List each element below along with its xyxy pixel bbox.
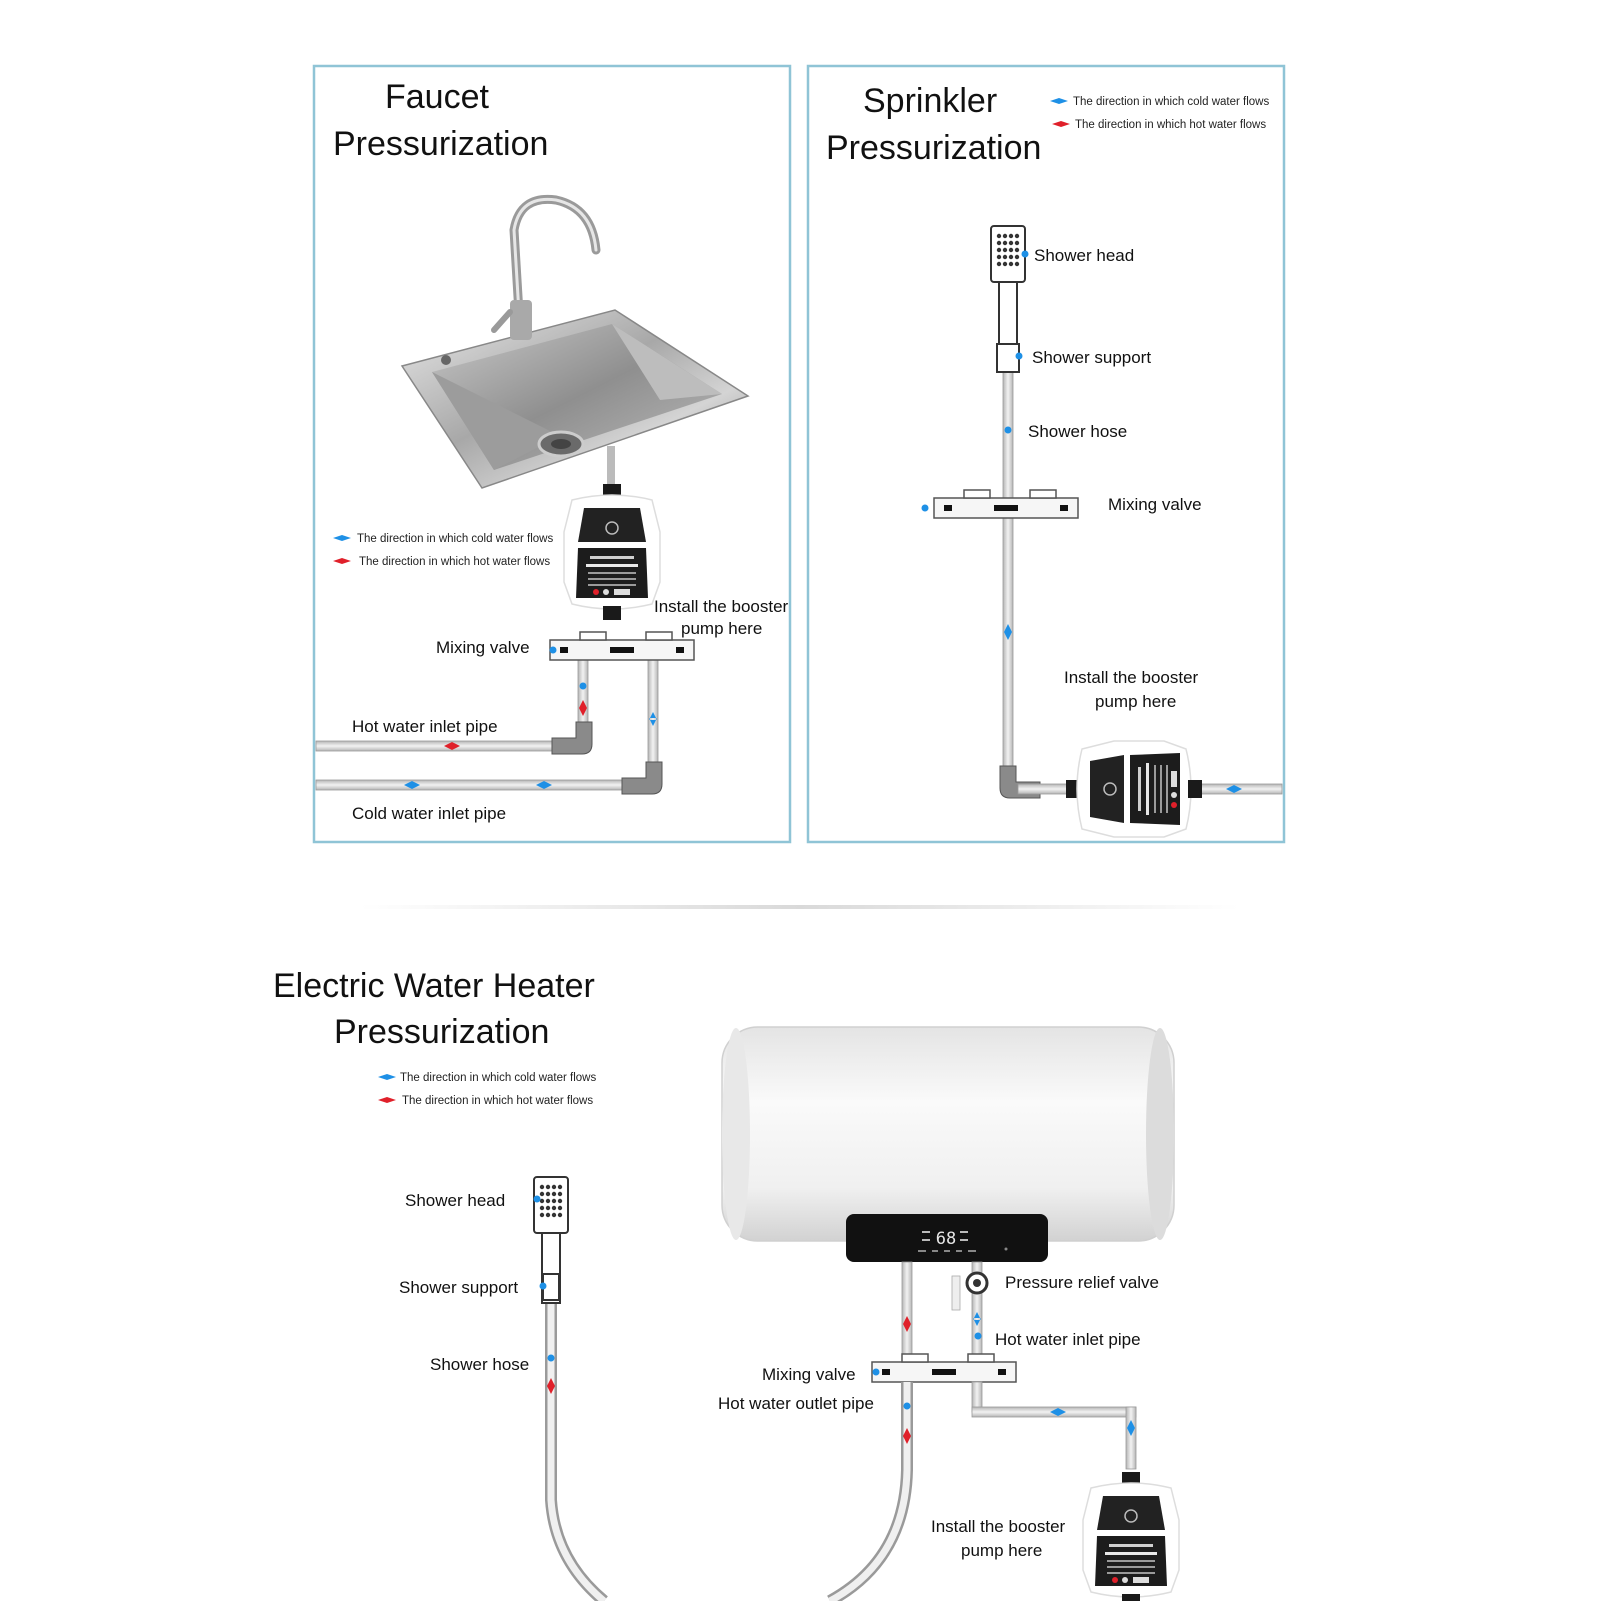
faucet-title-line1: Faucet [385, 78, 489, 116]
faucet-legend: The direction in which cold water flows … [333, 533, 553, 568]
heater-mixing-valve-label: Mixing valve [762, 1365, 856, 1384]
sprinkler-panel-border [806, 64, 1286, 844]
sprinkler-booster-pump [1065, 740, 1203, 838]
faucet-flow-markers [404, 646, 657, 789]
sprinkler-install-label-2: pump here [1095, 692, 1176, 711]
heater-legend: The direction in which cold water flows … [378, 1072, 596, 1107]
sprinkler-shower-hose-label: Shower hose [1028, 422, 1127, 441]
faucet-title-line2: Pressurization [333, 125, 548, 163]
hot-arrow-icon [1052, 121, 1070, 127]
sprinkler-title-line2: Pressurization [826, 129, 1041, 167]
heater-install-label-1: Install the booster [931, 1517, 1066, 1536]
heater-flow-markers [533, 1195, 1135, 1444]
faucet-cold-elbow [621, 761, 663, 795]
faucet-panel: Faucet Pressurization [312, 64, 792, 844]
sprinkler-panel: Sprinkler Pressurization The direction i… [806, 64, 1286, 844]
faucet-hot-inlet-label: Hot water inlet pipe [352, 717, 498, 736]
faucet-mixing-valve-label: Mixing valve [436, 638, 530, 657]
section-divider [360, 905, 1240, 909]
sprinkler-flow-markers [921, 250, 1242, 793]
sprinkler-mixing-valve-label: Mixing valve [1108, 495, 1202, 514]
cold-arrow-icon [1050, 98, 1068, 104]
sprinkler-legend-cold: The direction in which cold water flows [1073, 96, 1269, 108]
sprinkler-shower-support-label: Shower support [1032, 348, 1151, 367]
faucet-install-label-1: Install the booster [654, 597, 789, 616]
heater-section: Electric Water Heater Pressurization The… [273, 967, 1180, 1601]
heater-display-panel [846, 1214, 1048, 1262]
heater-legend-cold: The direction in which cold water flows [400, 1072, 596, 1084]
faucet-panel-border [312, 64, 792, 844]
sprinkler-legend: The direction in which cold water flows … [1050, 96, 1269, 131]
heater-install-label-2: pump here [961, 1541, 1042, 1560]
faucet-install-label-2: pump here [681, 619, 762, 638]
hot-arrow-icon [333, 558, 351, 564]
heater-shower-head-label: Shower head [405, 1191, 505, 1210]
cold-arrow-icon [333, 535, 351, 541]
heater-title-line1: Electric Water Heater [273, 967, 595, 1005]
faucet-legend-hot: The direction in which hot water flows [359, 556, 550, 568]
sprinkler-shower-support [996, 343, 1020, 373]
heater-hot-inlet-label: Hot water inlet pipe [995, 1330, 1141, 1349]
heater-title-line2: Pressurization [334, 1013, 549, 1051]
faucet-mixing-valve [549, 631, 695, 661]
heater-hot-outlet-label: Hot water outlet pipe [718, 1394, 874, 1413]
sink-illustration [400, 194, 750, 489]
sprinkler-title-line1: Sprinkler [863, 82, 997, 120]
faucet-hot-elbow [551, 721, 593, 755]
sprinkler-shower-head-label: Shower head [1034, 246, 1134, 265]
faucet-cold-inlet-label: Cold water inlet pipe [352, 804, 506, 823]
water-heater-tank: 68 [721, 1026, 1175, 1262]
sprinkler-install-label-1: Install the booster [1064, 668, 1199, 687]
sprinkler-shower-head-icon [990, 225, 1026, 353]
heater-booster-pump [1082, 1471, 1180, 1601]
heater-legend-hot: The direction in which hot water flows [402, 1095, 593, 1107]
heater-pressure-relief-label: Pressure relief valve [1005, 1273, 1159, 1292]
heater-shower-support-label: Shower support [399, 1278, 518, 1297]
cold-arrow-icon [378, 1074, 396, 1080]
heater-shower-hose-label: Shower hose [430, 1355, 529, 1374]
heater-display-temp: 68 [936, 1229, 956, 1249]
faucet-legend-cold: The direction in which cold water flows [357, 533, 553, 545]
sprinkler-legend-hot: The direction in which hot water flows [1075, 119, 1266, 131]
faucet-booster-pump [563, 483, 661, 621]
hot-arrow-icon [378, 1097, 396, 1103]
heater-mixing-valve [871, 1353, 1017, 1383]
